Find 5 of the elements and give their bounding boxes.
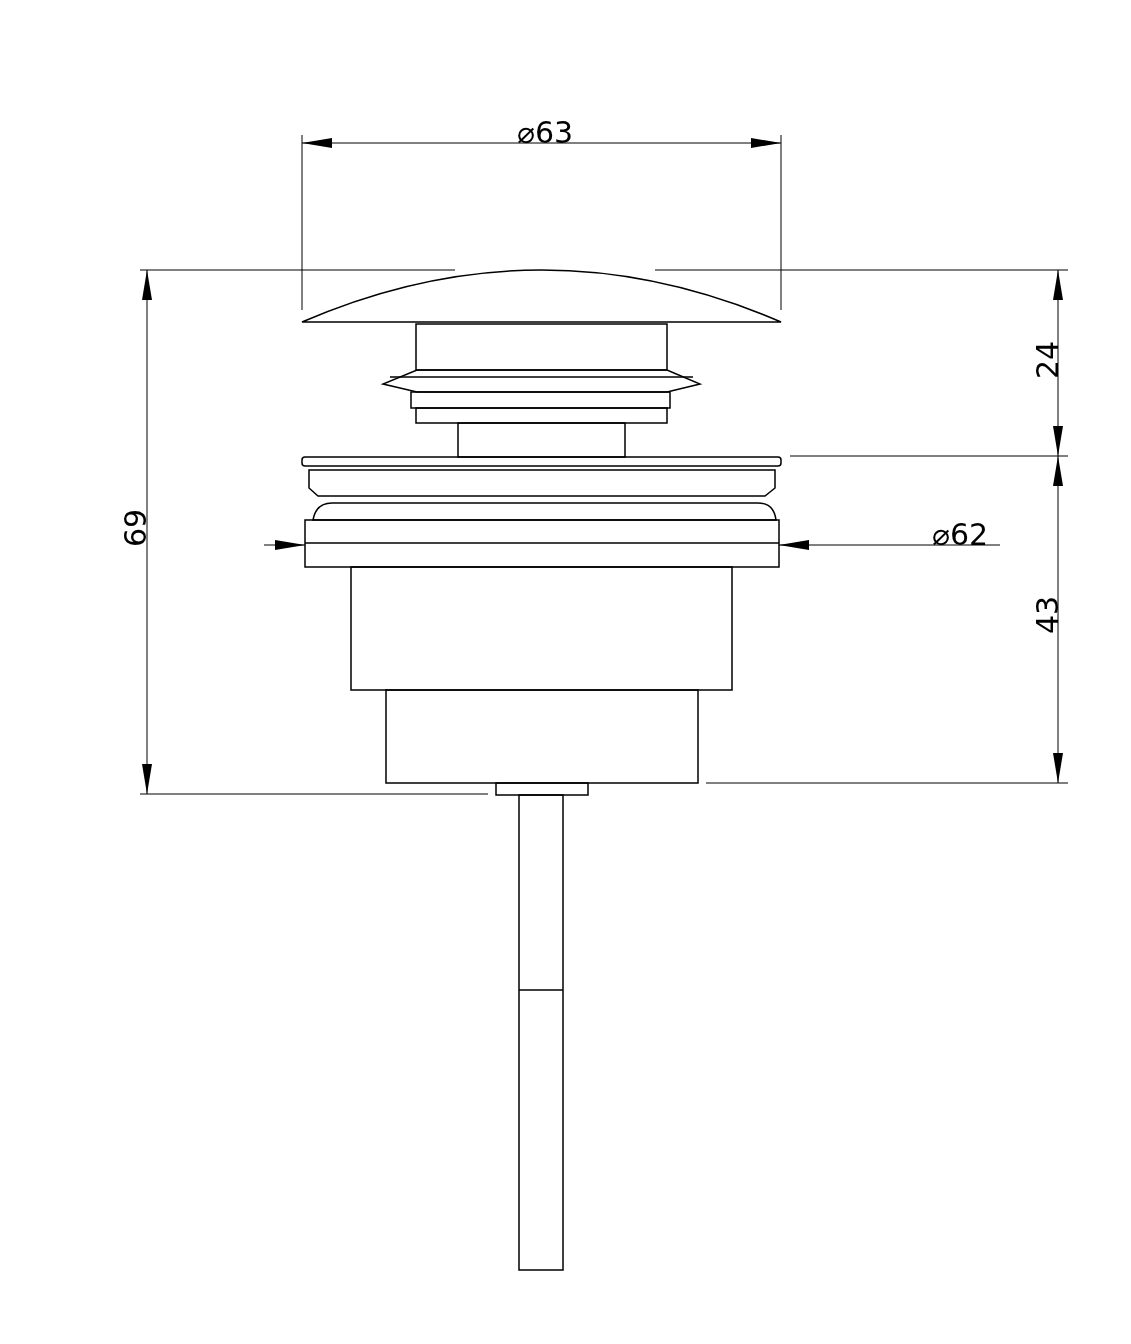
dimension-label: ⌀62 [931, 520, 989, 550]
dimension-label: 24 [1033, 340, 1063, 380]
dimension-label: 43 [1033, 595, 1063, 635]
dimension-label: ⌀63 [516, 118, 574, 148]
dimension-label: 69 [121, 508, 151, 548]
